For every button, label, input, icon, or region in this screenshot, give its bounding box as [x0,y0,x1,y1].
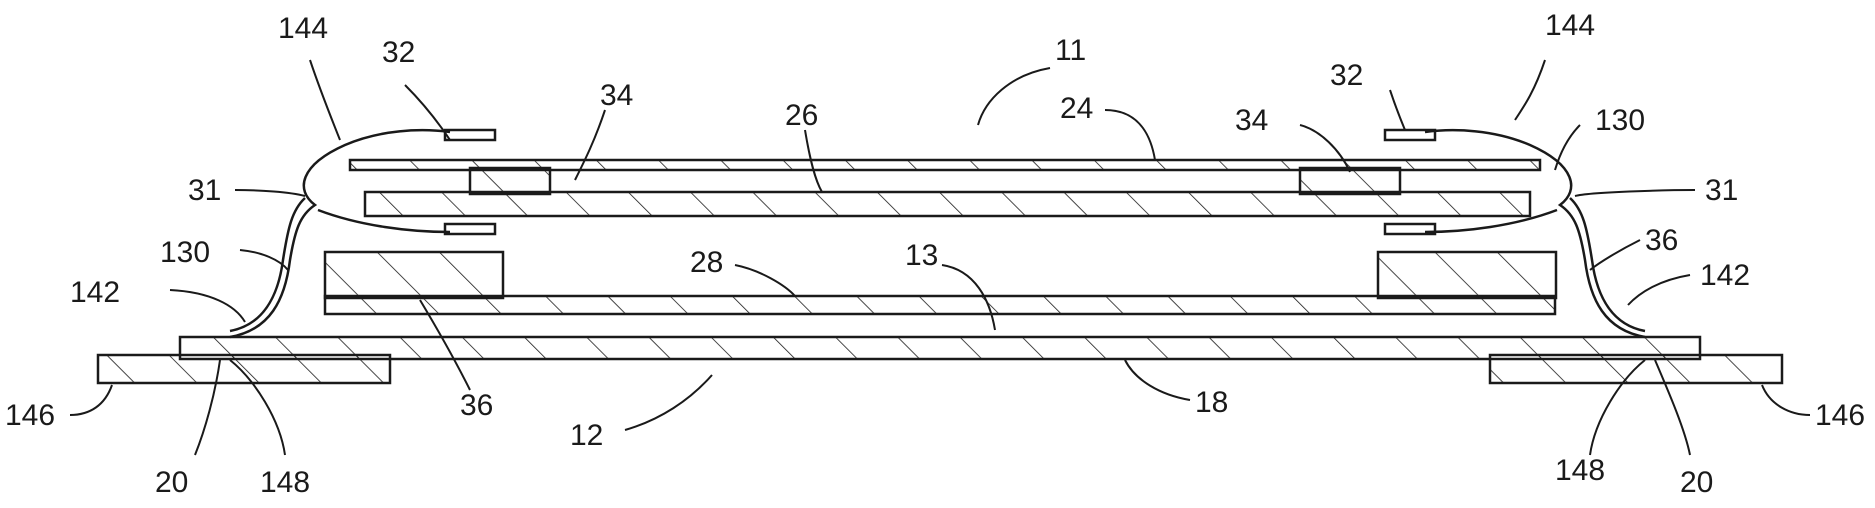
leader-34-right [1299,124,1351,173]
label-20-right: 20 [1680,466,1713,499]
lower-board-28 [323,294,1557,316]
label-24: 24 [1060,92,1093,125]
left-connector-130 [229,128,451,339]
label-26: 26 [785,99,818,132]
label-146-left: 146 [5,399,55,432]
label-142-left: 142 [70,276,120,309]
label-144-left: 144 [278,12,328,45]
base-plate-18 [178,335,1702,361]
label-31-left: 31 [188,174,221,207]
label-13: 13 [905,239,938,272]
label-142-right: 142 [1700,259,1750,292]
label-146-right: 146 [1815,399,1865,432]
leader-130-left [239,249,289,271]
left-lower-tab [443,222,497,236]
right-spacer-34 [1298,166,1402,196]
leader-148-left [229,359,286,456]
right-connector-130-inner [1424,197,1646,333]
leader-32-right [1389,89,1406,131]
label-130-left: 130 [160,236,210,269]
label-34-left: 34 [600,79,633,112]
right-connector-130 [1424,128,1646,339]
leader-28 [734,264,796,297]
leader-20-right [1654,359,1691,456]
label-12: 12 [570,419,603,452]
label-18: 18 [1195,386,1228,419]
label-130-right: 130 [1595,104,1645,137]
leader-142-right [1627,274,1691,306]
leader-32-left [404,84,451,141]
top-plate-24 [348,158,1542,172]
leader-36-right [1589,239,1641,271]
label-36-left: 36 [460,389,493,422]
leader-26 [804,129,823,193]
leader-130-right [1554,124,1581,171]
label-144-right: 144 [1545,9,1595,42]
leader-24 [1104,109,1156,161]
label-36-right: 36 [1645,224,1678,257]
leader-148-right [1589,359,1646,456]
left-connector-130-inner [229,197,451,333]
leader-31-left [234,189,306,197]
leader-36-left [419,299,471,391]
leader-146-right [1761,384,1811,416]
leader-20-left [194,359,221,456]
left-upper-tab [443,128,497,142]
left-block-36 [323,250,505,300]
leader-144-left [309,59,341,141]
leader-18 [1124,359,1191,401]
leader-34-left [574,109,606,181]
label-148-left: 148 [260,466,310,499]
leader-144-right [1514,59,1546,121]
leader-11 [977,67,1051,126]
right-upper-tab [1383,128,1437,142]
label-32-left: 32 [382,36,415,69]
leader-12 [624,374,713,431]
label-28: 28 [690,246,723,279]
leader-31-right [1574,189,1696,197]
label-20-left: 20 [155,466,188,499]
left-spacer-34 [468,166,552,196]
label-34-right: 34 [1235,104,1268,137]
upper-board-26 [363,190,1532,218]
label-11: 11 [1055,34,1086,67]
right-lower-tab [1383,222,1437,236]
label-31-right: 31 [1705,174,1738,207]
leader-142-left [169,289,246,323]
label-148-right: 148 [1555,454,1605,487]
label-32-right: 32 [1330,59,1363,92]
leader-13 [941,264,996,331]
right-block-36 [1376,250,1558,300]
leader-146-left [69,384,113,416]
